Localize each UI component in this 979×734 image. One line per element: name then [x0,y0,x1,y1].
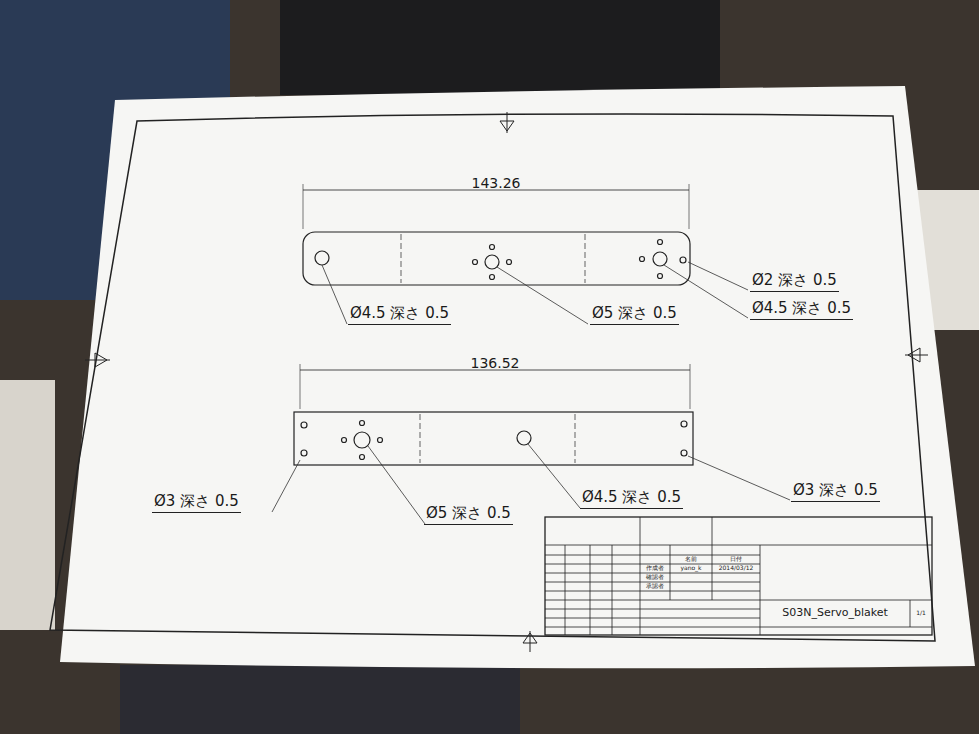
bracket-top [303,184,690,285]
table-cell: yano_k [680,565,701,572]
title-block [545,517,932,635]
callout-note: Ø4.5 深さ 0.5 [580,489,683,509]
callout-note: Ø4.5 深さ 0.5 [750,300,853,320]
callout-note: Ø2 深さ 0.5 [750,272,839,292]
dimension-label: 143.26 [472,176,521,191]
callout-note: Ø3 深さ 0.5 [152,493,241,513]
table-cell: 日付 [730,556,742,563]
callout-note: Ø5 深さ 0.5 [424,505,513,525]
centre-marks [85,112,928,652]
table-cell: 承認者 [646,583,664,590]
dimension-label: S03N_Servo_blaket [782,607,888,619]
lap [120,665,520,734]
table-cell: 作成者 [646,565,664,572]
paper-stack [0,380,55,630]
callout-note: Ø4.5 深さ 0.5 [348,305,451,325]
table-cell: 確認者 [646,574,664,581]
frame [50,114,935,641]
table-cell: 2014/03/12 [719,565,754,572]
paper [60,86,975,668]
callout-note: Ø3 深さ 0.5 [791,482,880,502]
bracket-bottom [294,364,693,465]
dimension-label: 136.52 [471,356,520,371]
table-cell: 1/1 [916,610,926,617]
table-cell: 名前 [685,556,697,563]
callout-note: Ø5 深さ 0.5 [590,305,679,325]
monitor-top [280,0,720,95]
leader-lines [272,262,790,524]
